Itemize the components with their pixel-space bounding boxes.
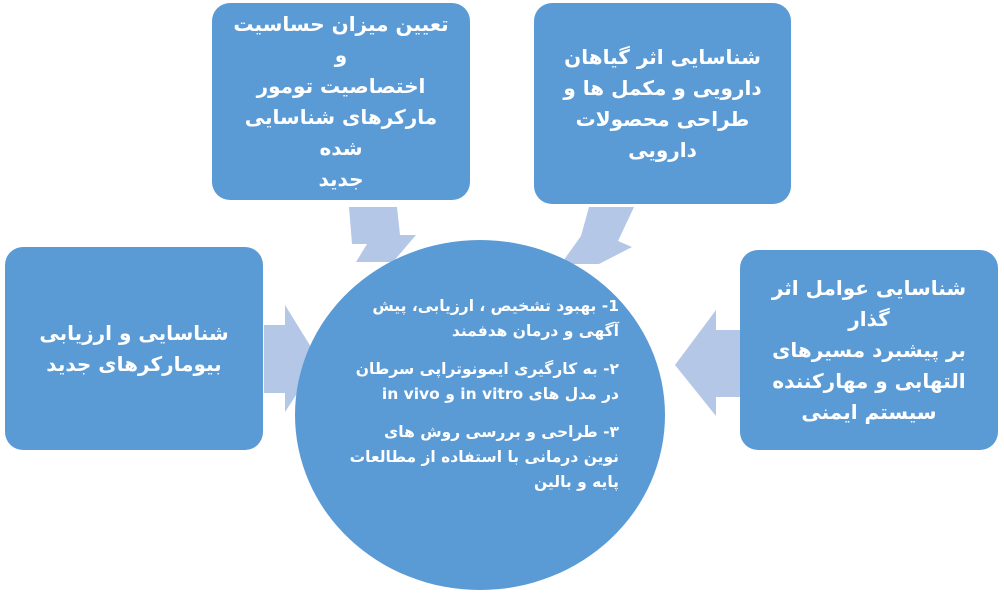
box-inflammatory-pathways-text: شناسایی عوامل اثر گذار بر پیشبرد مسیرهای… (771, 275, 967, 424)
center-item-2: ۲- به کارگیری ایمونوتراپی سرطان در مدل ه… (347, 357, 619, 407)
arrow-from-top-right (561, 207, 634, 264)
center-item-2-in-vitro: in vitro (460, 385, 524, 403)
box-medicinal-plants-text: شناسایی اثر گیاهان دارویی و مکمل ها و طر… (563, 44, 762, 162)
box-tumor-marker-sensitivity-text: تعیین میزان حساسیت و اختصاصیت تومور مارک… (233, 11, 449, 191)
center-item-2-in-vivo: in vivo (381, 385, 440, 403)
center-goals-circle: 1- بهبود تشخیص ، ارزیابی، پیش آگهی و درم… (295, 240, 665, 590)
box-tumor-marker-sensitivity: تعیین میزان حساسیت و اختصاصیت تومور مارک… (212, 3, 470, 200)
arrow-from-top-left (349, 207, 416, 262)
center-item-2-prefix: ۲- به کارگیری ایمونوتراپی سرطان در مدل ه… (355, 360, 619, 403)
arrow-from-right (675, 310, 740, 416)
center-item-3: ۳- طراحی و بررسی روش های نوین درمانی با … (349, 423, 619, 491)
arrow-from-left (264, 305, 319, 412)
box-new-biomarkers: شناسایی و ارزیابی بیومارکرهای جدید (5, 247, 263, 450)
center-item-1: 1- بهبود تشخیص ، ارزیابی، پیش آگهی و درم… (372, 297, 619, 340)
box-inflammatory-pathways: شناسایی عوامل اثر گذار بر پیشبرد مسیرهای… (740, 250, 998, 450)
box-new-biomarkers-text: شناسایی و ارزیابی بیومارکرهای جدید (39, 320, 229, 376)
center-item-2-and: و (445, 385, 455, 403)
box-medicinal-plants: شناسایی اثر گیاهان دارویی و مکمل ها و طر… (534, 3, 791, 204)
